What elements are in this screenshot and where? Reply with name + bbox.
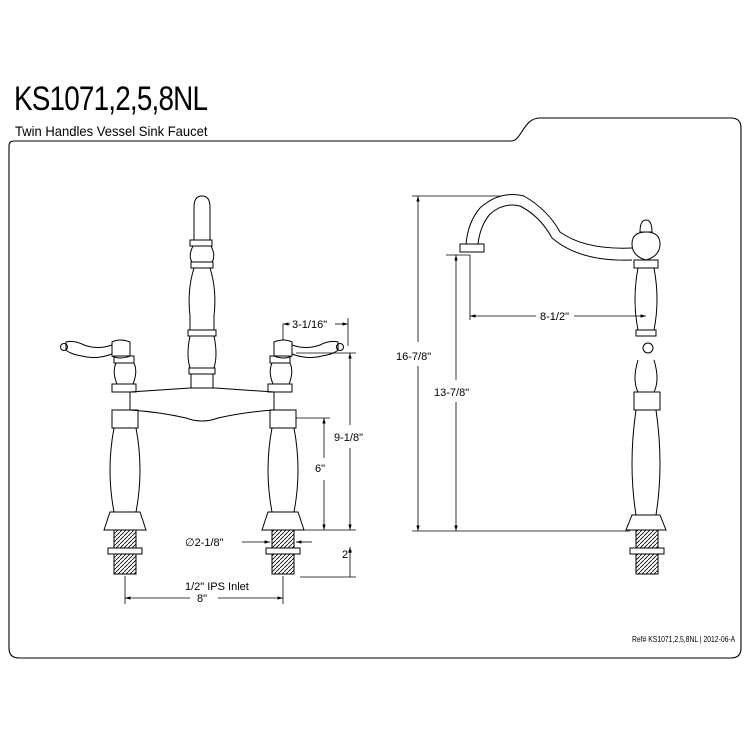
dim-inlet: 1/2" IPS Inlet [185, 581, 249, 593]
model-number: KS1071,2,5,8NL [14, 80, 208, 118]
side-view [459, 194, 667, 575]
dim-shank-length: 2" [342, 549, 352, 561]
dim-total-height: 16-7/8" [396, 351, 431, 363]
reference-number: Ref# KS1071,2,5,8NL | 2012-06-A [632, 635, 736, 644]
front-view [60, 195, 344, 575]
dim-spout-reach: 8-1/2" [540, 311, 569, 323]
dim-shank-diameter: ∅2-1/8" [185, 537, 224, 549]
dim-handle-height: 9-1/8" [334, 432, 363, 444]
front-dimensions [124, 318, 356, 604]
side-dimensions [412, 195, 646, 532]
dim-handle-spacing: 3-1/16" [292, 319, 327, 331]
dim-center-spread: 8" [197, 593, 207, 605]
dim-body-height: 6" [315, 463, 325, 475]
sheet-frame [8, 117, 742, 659]
product-subtitle: Twin Handles Vessel Sink Faucet [15, 123, 208, 139]
dim-spout-height: 13-7/8" [434, 387, 469, 399]
